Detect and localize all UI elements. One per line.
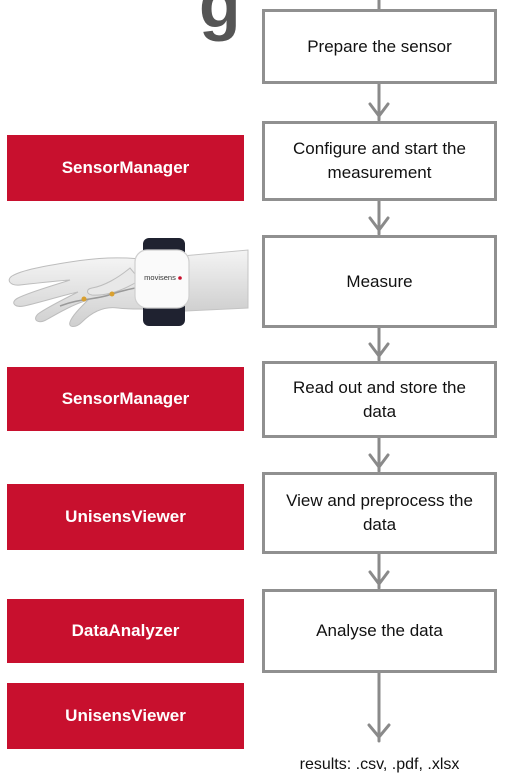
arrow-3 xyxy=(368,326,390,362)
results-formats: results: .csv, .pdf, .xlsx xyxy=(299,756,460,773)
arrow-1 xyxy=(368,82,390,122)
step-measure: Measure xyxy=(262,235,497,328)
step-label: Configure and start the measurement xyxy=(293,139,466,182)
step-configure-measurement: Configure and start the measurement xyxy=(262,121,497,201)
step-label: View and preprocess the data xyxy=(286,491,473,534)
arrow-4 xyxy=(368,436,390,473)
arrow-2 xyxy=(368,199,390,236)
step-prepare-sensor: Prepare the sensor xyxy=(262,9,497,84)
tool-unisensviewer-view: UnisensViewer xyxy=(7,484,244,550)
tool-dataanalyzer: DataAnalyzer xyxy=(7,599,244,663)
sensor-brand-label: movisens xyxy=(144,273,176,282)
arrow-6 xyxy=(367,671,391,743)
step-analyse-data: Analyse the data xyxy=(262,589,497,673)
tool-sensormanager-readout: SensorManager xyxy=(7,367,244,431)
step-read-out-data: Read out and store the data xyxy=(262,361,497,438)
step-label: Analyse the data xyxy=(316,621,443,641)
arrow-5 xyxy=(368,552,390,590)
title-fragment: g xyxy=(199,0,241,42)
tool-unisensviewer-results: UnisensViewer xyxy=(7,683,244,749)
step-label: Prepare the sensor xyxy=(307,36,452,56)
tool-sensormanager-configure: SensorManager xyxy=(7,135,244,201)
step-view-preprocess: View and preprocess the data xyxy=(262,472,497,554)
hand-with-sensor-image: movisens xyxy=(8,238,249,327)
step-label: Measure xyxy=(346,271,413,291)
step-label: Read out and store the data xyxy=(293,377,466,421)
